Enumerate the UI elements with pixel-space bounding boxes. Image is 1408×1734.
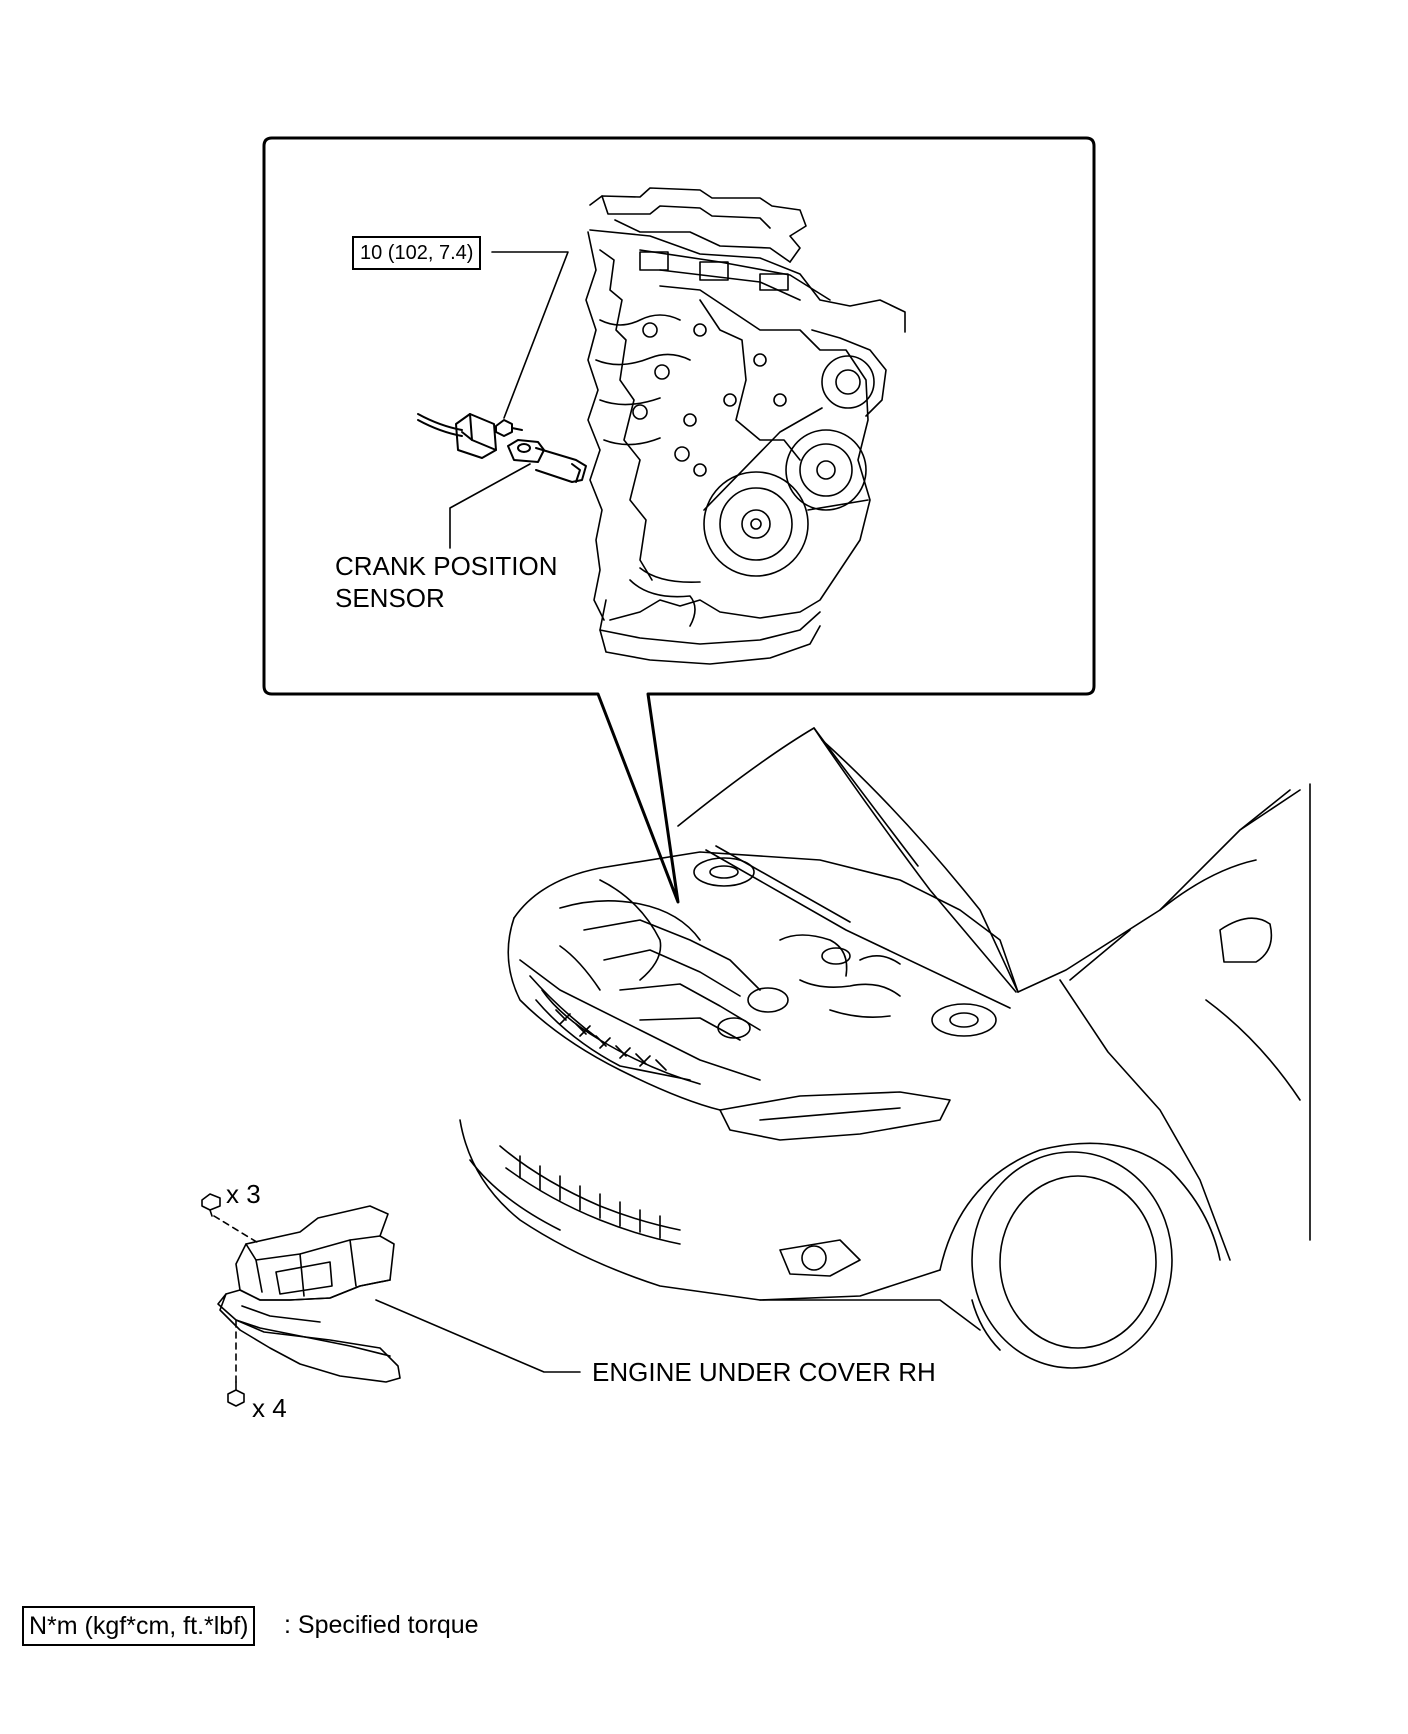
vehicle-front-illustration bbox=[459, 727, 1311, 1369]
fasteners bbox=[201, 1193, 261, 1407]
torque-spec-value: 10 (102, 7.4) bbox=[360, 242, 474, 264]
torque-legend-description: : Specified torque bbox=[284, 1611, 479, 1639]
crank-position-sensor-label-line2: SENSOR bbox=[335, 583, 445, 613]
engine-under-cover-label: ENGINE UNDER COVER RH bbox=[592, 1357, 936, 1387]
engine-assembly-illustration bbox=[585, 187, 906, 665]
upper-fastener-quantity: x 3 bbox=[226, 1179, 261, 1209]
torque-spec-box: 10 (102, 7.4) bbox=[352, 236, 482, 270]
engine-under-cover-illustration bbox=[217, 1205, 581, 1383]
lower-fastener-quantity: x 4 bbox=[252, 1393, 287, 1423]
crank-position-sensor-label-line1: CRANK POSITION bbox=[335, 551, 558, 581]
torque-unit-legend-box: N*m (kgf*cm, ft.*lbf) bbox=[22, 1606, 256, 1646]
crank-position-sensor bbox=[417, 413, 587, 483]
detail-callout-frame bbox=[262, 136, 1096, 904]
leader-lines bbox=[449, 251, 569, 549]
torque-unit-legend-text: N*m (kgf*cm, ft.*lbf) bbox=[29, 1612, 249, 1640]
